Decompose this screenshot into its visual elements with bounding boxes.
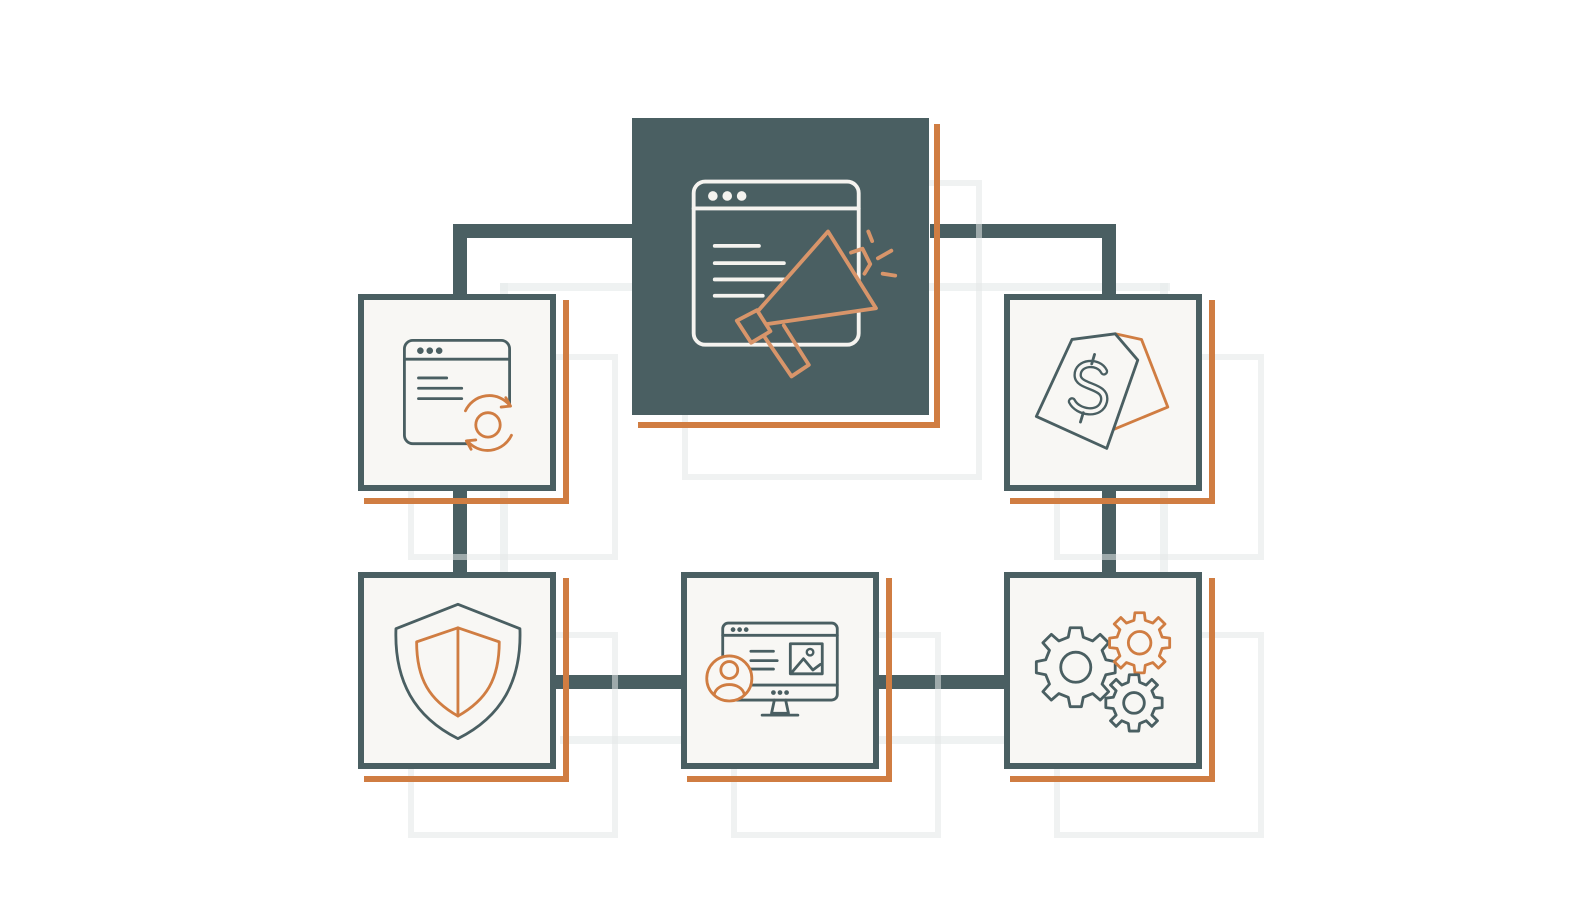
- browser-refresh-icon: [403, 338, 517, 453]
- shield-icon: [394, 602, 522, 740]
- hub-box: [632, 118, 929, 415]
- accent-shadow: [364, 578, 569, 782]
- ghost-line: [1160, 283, 1168, 753]
- connector-bottom-left-center: [552, 675, 686, 689]
- node-bottom-right: [1004, 572, 1264, 838]
- price-tag-dollar-icon: [1034, 332, 1170, 450]
- node-top-right: [1004, 294, 1264, 560]
- accent-shadow: [638, 124, 940, 428]
- ghost-line: [500, 283, 508, 753]
- accent-shadow: [1010, 578, 1215, 782]
- node-box: [358, 572, 556, 769]
- accent-shadow: [687, 578, 892, 782]
- browser-megaphone-icon: [691, 179, 898, 379]
- node-bottom-left: [358, 572, 618, 838]
- node-top-left: [358, 294, 618, 560]
- connector-hub-top-left: [453, 224, 467, 300]
- connector-bottom-center-right: [876, 675, 1010, 689]
- hub-node: [632, 118, 982, 480]
- gears-icon: [1034, 611, 1172, 733]
- node-box: [1004, 294, 1202, 491]
- node-box: [358, 294, 556, 491]
- connector-hub-top-right: [1102, 224, 1116, 300]
- accent-shadow: [1010, 300, 1215, 504]
- accent-shadow: [364, 300, 569, 504]
- node-box: [1004, 572, 1202, 769]
- node-bottom-center: [681, 572, 941, 838]
- node-box: [681, 572, 879, 769]
- monitor-user-icon: [705, 621, 839, 717]
- connector-hub-top-left: [453, 224, 638, 238]
